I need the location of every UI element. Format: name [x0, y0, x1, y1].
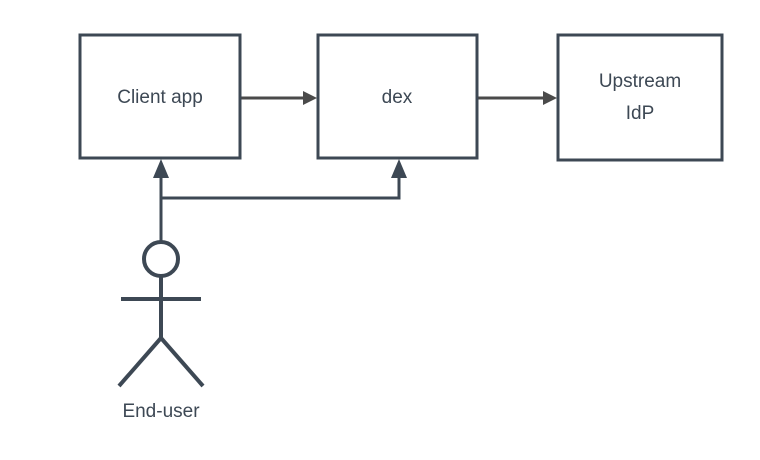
arrowhead-icon	[303, 91, 317, 105]
actor-leg-right-icon	[159, 336, 205, 388]
node-dex[interactable]: dex	[316, 33, 479, 160]
actor-leg-left-icon	[117, 336, 163, 388]
client-app-box[interactable]	[78, 33, 242, 160]
upstream-idp-label-line1: Upstream	[599, 71, 681, 92]
upstream-idp-box[interactable]	[556, 33, 724, 162]
arrowhead-icon	[153, 159, 169, 178]
upstream-idp-label-line2: IdP	[626, 103, 655, 124]
edge-dex-to-upstream-idp	[478, 91, 557, 105]
dex-label: dex	[382, 87, 413, 108]
edge-end-user-to-client-app	[153, 159, 169, 243]
node-upstream-idp[interactable]: Upstream IdP	[556, 33, 724, 162]
client-app-label: Client app	[117, 87, 203, 108]
arrowhead-icon	[391, 159, 407, 178]
node-end-user[interactable]: End-user	[117, 240, 205, 422]
end-user-label: End-user	[122, 401, 200, 422]
node-client-app[interactable]: Client app	[78, 33, 242, 160]
edge-end-user-to-dex	[161, 159, 407, 200]
edge-client-app-to-dex	[241, 91, 317, 105]
actor-head-icon	[142, 240, 180, 278]
edge-end-user-to-dex-line	[161, 175, 401, 200]
dex-box[interactable]	[316, 33, 479, 160]
arrowhead-icon	[543, 91, 557, 105]
